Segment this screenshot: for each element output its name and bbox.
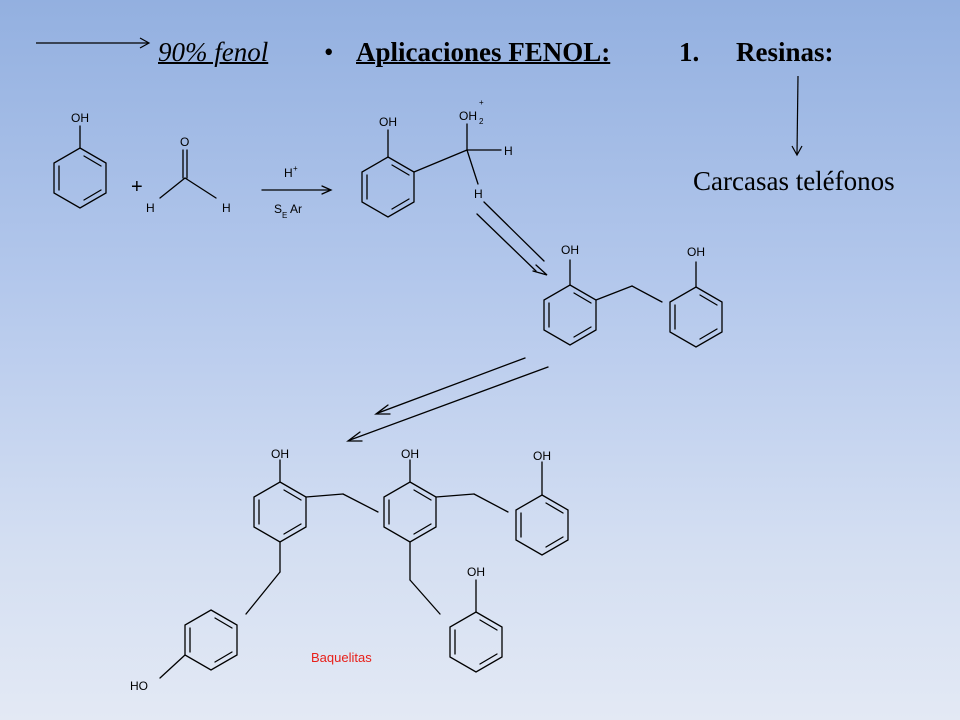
list-item-resins: Resinas: — [736, 37, 834, 67]
reagent-e-subscript: E — [282, 211, 287, 220]
intermediate-oh-label: OH — [379, 115, 397, 129]
oxonium-subscript: 2 — [479, 117, 484, 126]
dimer-oh-right: OH — [687, 245, 705, 259]
reagent-h: H — [284, 166, 293, 180]
reaction-arrow — [261, 185, 333, 195]
applications-title: Aplicaciones FENOL: — [356, 37, 611, 67]
phone-cases-note: Carcasas teléfonos — [693, 166, 895, 196]
oxonium-charge: + — [479, 98, 484, 107]
formaldehyde-structure — [159, 149, 217, 199]
bakelite-label: Baquelitas — [311, 650, 372, 665]
list-number: 1. — [679, 37, 700, 67]
bakelite-oh-3: OH — [533, 449, 551, 463]
reagent-s: S — [274, 202, 282, 216]
bullet: • — [324, 37, 334, 67]
bakelite-oh-2: OH — [401, 447, 419, 461]
oxonium-oh: OH — [459, 109, 477, 123]
carbonyl-o-label: O — [180, 135, 189, 149]
intermediate-structure — [361, 123, 502, 218]
bakelite-oh-4: OH — [467, 565, 485, 579]
reagent-h-charge: + — [293, 164, 298, 173]
down-arrow — [788, 74, 808, 165]
formaldehyde-h-left: H — [146, 201, 155, 215]
dimer-oh-left: OH — [561, 243, 579, 257]
dimer-structure — [543, 259, 723, 348]
bakelite-structure — [159, 459, 569, 679]
reagent-ar: Ar — [290, 202, 302, 216]
intermediate-h-bottom: H — [474, 187, 483, 201]
phenol-percentage: 90% fenol — [158, 37, 269, 67]
phenol-structure — [53, 125, 107, 209]
header-arrow — [36, 34, 156, 59]
phenol-oh-label: OH — [71, 111, 89, 125]
double-arrow-1 — [476, 201, 548, 276]
formaldehyde-h-right: H — [222, 201, 231, 215]
bakelite-oh-1: OH — [271, 447, 289, 461]
double-arrow-2 — [346, 357, 549, 442]
plus-sign: + — [131, 176, 143, 198]
bakelite-ho: HO — [130, 679, 148, 693]
intermediate-h-right: H — [504, 144, 513, 158]
